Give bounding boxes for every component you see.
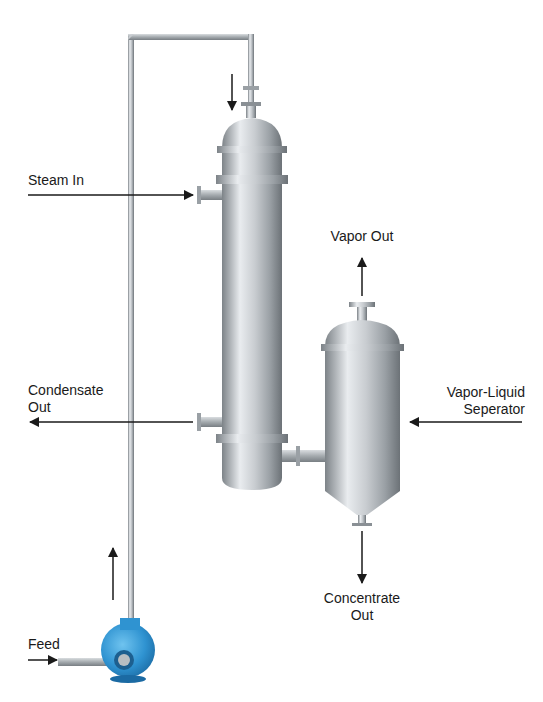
flow-arrow xyxy=(361,258,363,296)
column-head xyxy=(222,118,282,148)
callout-label: Concentrate Out xyxy=(312,590,412,624)
column-flange xyxy=(216,175,288,184)
column-shell xyxy=(222,184,282,434)
callout-label: Feed xyxy=(28,636,88,653)
column-flange xyxy=(216,434,288,443)
leader-arrow xyxy=(410,421,522,423)
separator-shell xyxy=(325,351,400,491)
column-bottom xyxy=(222,443,282,490)
flow-arrow xyxy=(231,74,233,110)
pump-volute xyxy=(101,623,155,677)
flow-arrow xyxy=(28,194,193,196)
steam-nozzle xyxy=(200,190,222,200)
callout-label: Vapor Out xyxy=(312,228,412,245)
feed-pipe xyxy=(128,34,134,630)
transfer-pipe xyxy=(282,450,326,462)
flow-arrow xyxy=(361,531,363,583)
flow-arrow xyxy=(112,548,114,600)
callout-label: Steam In xyxy=(28,172,148,189)
flow-arrow xyxy=(30,421,193,423)
callout-label: Condensate Out xyxy=(28,382,120,416)
separator-head xyxy=(325,320,400,346)
separator-cone xyxy=(325,491,400,515)
feed-pipe xyxy=(248,34,254,104)
callout-label: Vapor-Liquid Seperator xyxy=(418,384,525,418)
flow-arrow xyxy=(28,659,57,661)
feed-pipe xyxy=(128,34,254,40)
condensate-nozzle xyxy=(200,417,222,427)
vapor-nozzle xyxy=(349,302,375,307)
